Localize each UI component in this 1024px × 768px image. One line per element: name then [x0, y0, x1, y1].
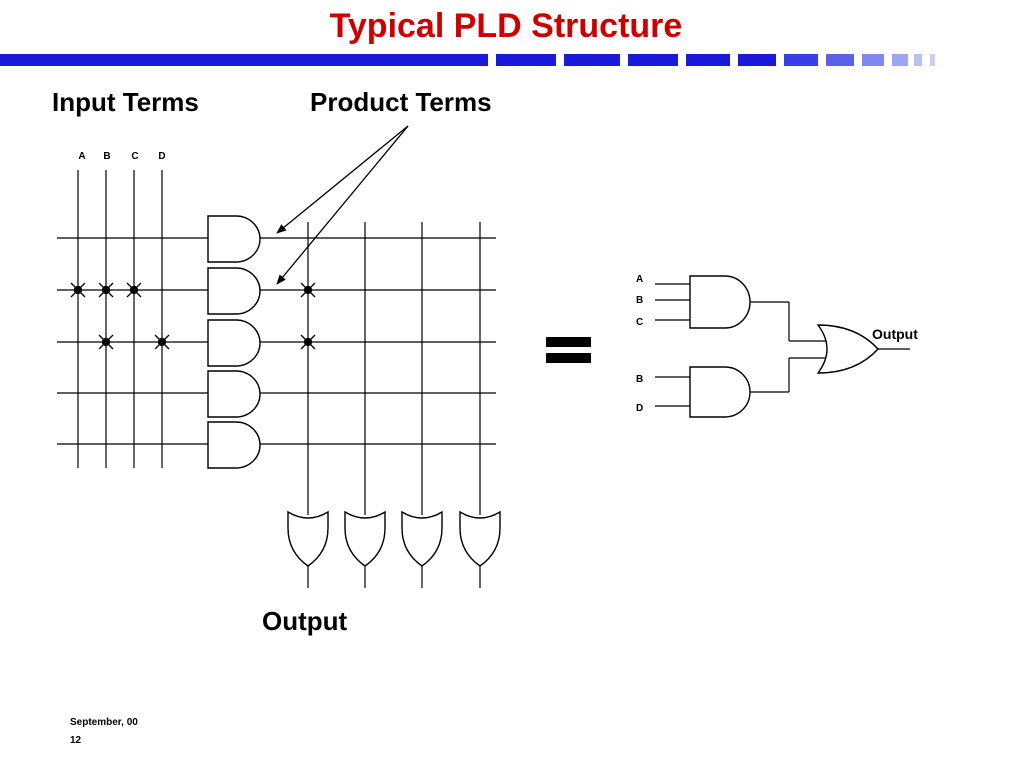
title-bar-segment — [496, 54, 556, 66]
eq-or-gate — [816, 324, 879, 374]
arrow — [276, 125, 409, 285]
eq-input-label-c: C — [636, 317, 643, 328]
connection-mark — [70, 282, 86, 298]
equals-bar — [546, 337, 591, 347]
or-gates — [287, 510, 501, 567]
connection-mark — [98, 334, 114, 350]
and-gate — [207, 267, 261, 315]
output-label: Output — [262, 606, 348, 636]
title-bar-segment — [628, 54, 678, 66]
input-label-c: C — [131, 151, 138, 162]
or-gate — [287, 510, 329, 567]
connection-mark — [300, 282, 316, 298]
equals-symbol — [546, 337, 591, 363]
eq-input-label-a: A — [636, 274, 643, 285]
or-input-columns — [307, 222, 481, 515]
pld-diagram: A B C D — [57, 125, 918, 588]
title-bar-segment — [862, 54, 884, 66]
title-bar-segment — [738, 54, 776, 66]
programmed-connections — [70, 282, 316, 350]
and-gate — [207, 215, 261, 263]
title-bar-segment — [0, 54, 488, 66]
title-bar-segment — [784, 54, 818, 66]
eq-and-gate — [689, 275, 751, 329]
equivalent-circuit: A B C B D Output — [636, 274, 918, 418]
product-input-rows — [57, 237, 208, 445]
input-label-d: D — [158, 151, 165, 162]
and-gate — [207, 370, 261, 418]
footer-page-number: 12 — [70, 735, 82, 746]
title-bar-segment — [914, 54, 922, 66]
eq-output-label: Output — [872, 326, 918, 342]
footer-date: September, 00 — [70, 717, 138, 728]
title-bar-segment — [892, 54, 908, 66]
product-terms-label: Product Terms — [310, 87, 492, 117]
or-gate — [401, 510, 443, 567]
title-bar-segment — [930, 54, 935, 66]
title-bar-segment — [564, 54, 620, 66]
eq-input-label-d: D — [636, 403, 643, 414]
connection-mark — [126, 282, 142, 298]
and-gate — [207, 421, 261, 469]
eq-input-label-b2: B — [636, 374, 643, 385]
input-label-b: B — [103, 151, 110, 162]
connection-mark — [300, 334, 316, 350]
slide-title: Typical PLD Structure — [329, 7, 683, 45]
and-gate — [207, 319, 261, 367]
title-bar-segment — [686, 54, 730, 66]
eq-and-gate — [689, 366, 751, 418]
product-term-arrows — [276, 125, 409, 285]
output-lines — [307, 566, 481, 588]
input-terms-label: Input Terms — [52, 87, 199, 117]
connection-mark — [154, 334, 170, 350]
or-gate — [344, 510, 386, 567]
equals-bar — [546, 353, 591, 363]
product-term-lines — [260, 237, 496, 445]
arrow — [276, 125, 409, 234]
title-bar-segment — [826, 54, 854, 66]
connection-mark — [98, 282, 114, 298]
input-labels: A B C D — [78, 151, 165, 162]
input-label-a: A — [78, 151, 85, 162]
eq-input-label-b: B — [636, 295, 643, 306]
title-bar — [0, 54, 935, 66]
input-lines — [77, 170, 163, 468]
or-gate — [459, 510, 501, 567]
and-gates — [207, 215, 261, 469]
